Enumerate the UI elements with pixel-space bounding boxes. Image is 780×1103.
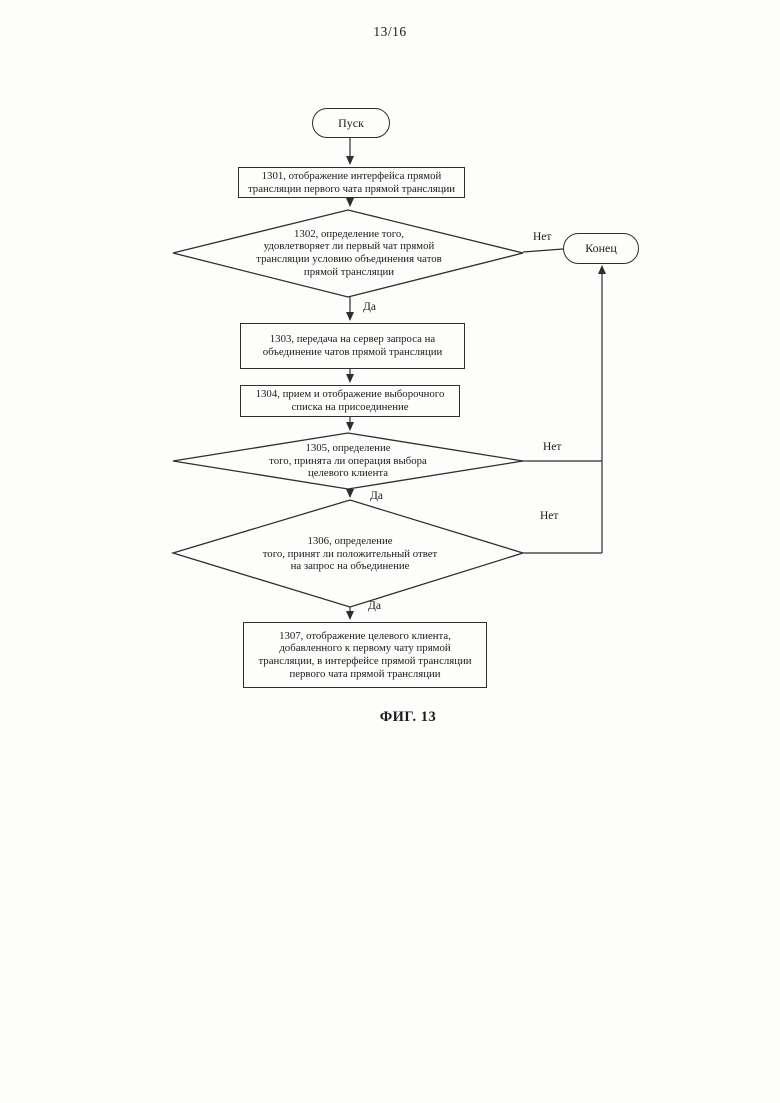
decision-1306-shape [170, 499, 526, 608]
decision-node-1305: 1305, определение того, принята ли опера… [228, 435, 468, 487]
decision-node-1302-label: 1302, определение того, удовлетворяет ли… [256, 227, 442, 278]
decision-node-1305-label: 1305, определение того, принята ли опера… [269, 441, 427, 480]
start-node: Пуск [312, 108, 390, 138]
figure-caption: ФИГ. 13 [379, 709, 437, 725]
end-node: Конец [563, 233, 639, 264]
process-node-1303: 1303, передача на сервер запроса на объе… [240, 323, 465, 369]
edge-label-yes-1305: Да [370, 490, 383, 502]
edge-label-no-1302: Нет [533, 231, 552, 243]
flow-arrows [346, 138, 606, 620]
decision-node-1306: 1306, определение того, принят ли положи… [230, 527, 470, 581]
end-node-label: Конец [585, 241, 617, 256]
edge-label-no-1306: Нет [540, 510, 559, 522]
start-node-label: Пуск [338, 115, 364, 130]
process-node-1301-label: 1301, отображение интерфейса прямой тран… [247, 169, 456, 195]
decision-1302-shape [172, 209, 524, 298]
edge-label-yes-1306: Да [368, 600, 381, 612]
process-node-1301: 1301, отображение интерфейса прямой тран… [238, 167, 465, 198]
process-node-1307-label: 1307, отображение целевого клиента, доба… [258, 629, 472, 680]
page-number: 13/16 [373, 24, 407, 39]
decision-node-1302: 1302, определение того, удовлетворяет ли… [218, 222, 480, 284]
process-node-1304-label: 1304, прием и отображение выборочного сп… [255, 388, 445, 413]
decision-shapes [170, 209, 526, 608]
process-node-1307: 1307, отображение целевого клиента, доба… [243, 622, 487, 688]
decision-node-1306-label: 1306, определение того, принят ли положи… [262, 534, 438, 573]
process-node-1304: 1304, прием и отображение выборочного сп… [240, 385, 460, 417]
process-node-1303-label: 1303, передача на сервер запроса на объе… [262, 333, 443, 358]
decision-1305-shape [172, 432, 524, 490]
line-1302-no-to-end [522, 248, 564, 253]
edge-label-no-1305: Нет [543, 441, 562, 453]
edge-label-yes-1302: Да [363, 301, 376, 313]
